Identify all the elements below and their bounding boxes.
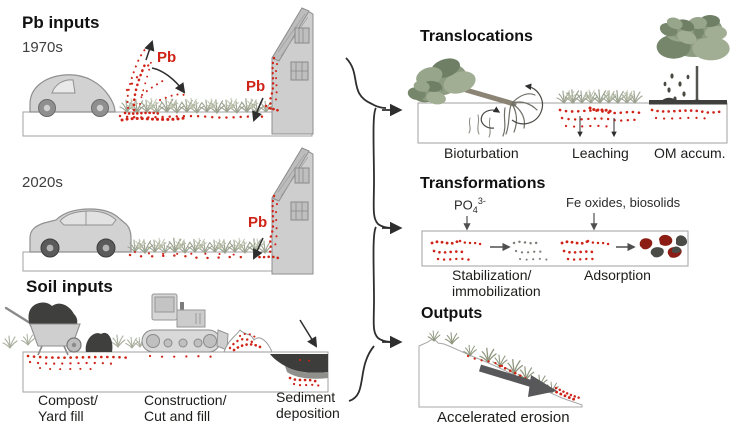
fe-oxides-label: Fe oxides, biosolids <box>566 195 681 210</box>
pb-house-2020s-label: Pb <box>248 214 268 231</box>
sediment-dots <box>288 359 322 388</box>
era-1970s-label: 1970s <box>22 39 63 56</box>
soil-surface-dots-1970s <box>118 111 268 122</box>
house-deposit-arrow-2020s <box>253 237 264 260</box>
fill-mound-illustration <box>223 329 273 353</box>
compost-pile-illustration <box>85 332 113 352</box>
accelerated-erosion-label: Accelerated erosion <box>437 409 570 426</box>
pb-house-1970s-label: Pb <box>246 78 266 95</box>
adsorbed-blobs <box>639 234 688 258</box>
suv-car-illustration <box>29 208 132 258</box>
sediment-wedge-illustration <box>270 354 328 379</box>
pb-exhaust-label: Pb <box>157 49 177 66</box>
adsorption-red-dots <box>560 239 612 262</box>
scene-1970s <box>22 7 314 137</box>
om-accum-dots <box>650 108 726 121</box>
erosion-arrow <box>478 364 557 397</box>
construction-label: Construction/ Cut and fill <box>144 392 227 424</box>
scene-2020s <box>22 147 314 275</box>
bulldozer-illustration <box>141 293 229 353</box>
po4-superscript: 3- <box>477 196 486 206</box>
leaching-label: Leaching <box>572 145 629 161</box>
house-paint-dots-2020s <box>268 194 278 254</box>
sediment-label: Sediment deposition <box>276 389 340 421</box>
fill-mound-dots <box>228 332 264 352</box>
exhaust-deposit-arrow <box>151 67 186 94</box>
scene-transformations <box>421 213 689 267</box>
ground-1970s <box>22 111 313 137</box>
po4-label: PO43- <box>454 196 486 215</box>
scene-outputs <box>418 330 583 408</box>
soil-input-surface-dots <box>26 354 217 371</box>
falling-leaves <box>663 73 690 102</box>
scene-soil-inputs <box>2 293 329 393</box>
pb-inputs-title: Pb inputs <box>22 13 100 32</box>
transformations-title: Transformations <box>420 175 546 192</box>
translocations-title: Translocations <box>420 28 533 45</box>
compost-label: Compost/ Yard fill <box>38 392 98 424</box>
house-1970s-illustration <box>271 7 314 135</box>
po4-base: PO <box>454 197 473 213</box>
scene-translocations <box>405 12 730 144</box>
house-deposit-arrow-1970s <box>252 97 264 122</box>
adsorption-label: Adsorption <box>584 267 651 283</box>
outputs-title: Outputs <box>421 305 483 322</box>
po4-subscript: 4 <box>472 204 478 215</box>
ground-2020s <box>22 251 313 272</box>
stabilization-red-dots <box>430 239 484 262</box>
wheelbarrow-illustration <box>4 302 82 356</box>
stabilized-gray-dots <box>512 239 549 261</box>
house-paint-dots-1970s <box>264 56 282 114</box>
house-2020s-illustration <box>271 147 314 275</box>
beetle-car-illustration <box>29 74 116 117</box>
flow-connector <box>345 57 403 402</box>
translocations-soil-box <box>417 102 728 144</box>
bioturbation-label: Bioturbation <box>444 145 519 161</box>
om-tree-illustration <box>649 12 730 105</box>
era-2020s-label: 2020s <box>22 174 63 191</box>
exhaust-up-arrow <box>144 40 155 61</box>
stabilization-label: Stabilization/ immobilization <box>452 267 541 299</box>
fallen-tree-illustration <box>405 51 544 138</box>
om-accum-label: OM accum. <box>654 145 726 161</box>
sediment-input-arrow <box>299 319 318 348</box>
soil-inputs-title: Soil inputs <box>26 277 113 296</box>
